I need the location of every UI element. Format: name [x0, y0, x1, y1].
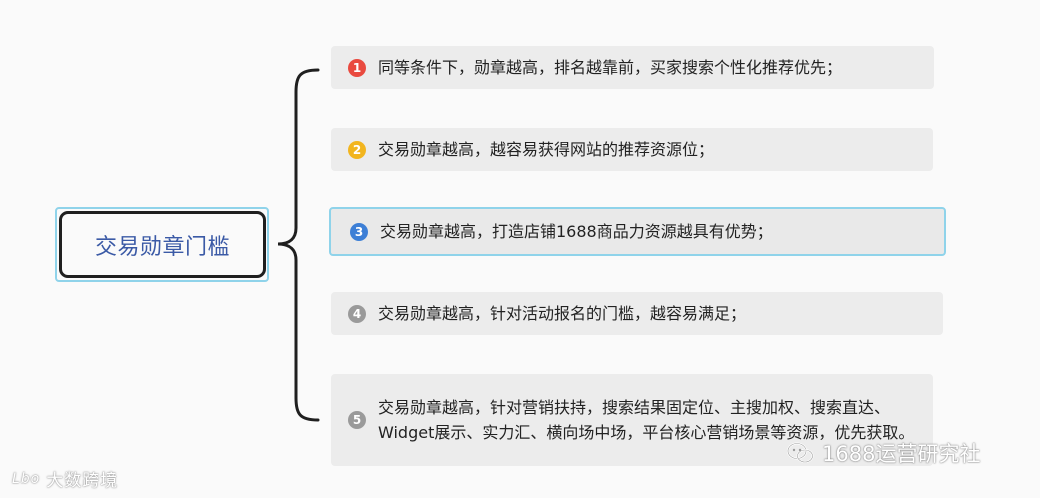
number-4-icon: 4 [348, 304, 366, 323]
root-node[interactable]: 交易勋章门槛 [59, 211, 266, 278]
branch-item-text: 交易勋章越高，越容易获得网站的推荐资源位； [378, 140, 715, 159]
branch-item-5[interactable]: 5 交易勋章越高，针对营销扶持，搜索结果固定位、主搜加权、搜索直达、Widget… [331, 374, 933, 466]
wechat-watermark: 1688运营研究社 [786, 438, 980, 468]
brand-watermark: Lbo 大数跨境 [12, 466, 119, 492]
branch-item-3[interactable]: 3 交易勋章越高，打造店铺1688商品力资源越具有优势； [329, 207, 946, 256]
root-node-selection-frame [55, 207, 269, 282]
branch-item-text: 交易勋章越高，针对活动报名的门槛，越容易满足； [378, 304, 747, 323]
wechat-icon [787, 442, 814, 463]
branch-item-text: 交易勋章越高，打造店铺1688商品力资源越具有优势； [380, 222, 773, 241]
number-1-icon: 1 [348, 58, 366, 77]
number-3-icon: 3 [350, 222, 368, 241]
branch-item-2[interactable]: 2 交易勋章越高，越容易获得网站的推荐资源位； [331, 128, 933, 171]
branch-item-1[interactable]: 1 同等条件下，勋章越高，排名越靠前，买家搜索个性化推荐优先； [331, 46, 934, 89]
number-2-icon: 2 [348, 140, 366, 159]
brand-logo: Lbo [12, 470, 41, 487]
branch-item-text: 同等条件下，勋章越高，排名越靠前，买家搜索个性化推荐优先； [378, 58, 843, 77]
branch-item-text: 交易勋章越高，针对营销扶持，搜索结果固定位、主搜加权、搜索直达、Widget展示… [378, 398, 915, 442]
root-node-label: 交易勋章门槛 [94, 234, 230, 260]
branch-item-4[interactable]: 4 交易勋章越高，针对活动报名的门槛，越容易满足； [331, 292, 943, 335]
brand-watermark-text: 大数跨境 [46, 471, 119, 491]
number-5-icon: 5 [348, 411, 366, 429]
wechat-watermark-text: 1688运营研究社 [822, 442, 981, 466]
